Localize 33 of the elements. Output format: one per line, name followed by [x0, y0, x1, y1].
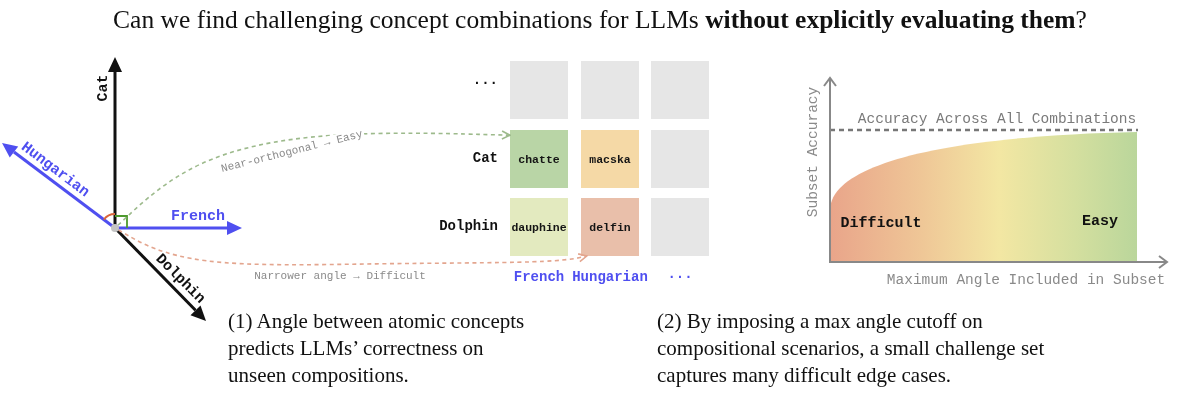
grid-cell [581, 61, 639, 119]
reference-label: Accuracy Across All Combinations [857, 111, 1137, 127]
cell-word: macska [589, 152, 631, 166]
grid-cell [581, 198, 639, 256]
cell-word: delfin [589, 220, 631, 234]
dashed-arrow [117, 130, 511, 227]
region-label: Difficult [840, 214, 922, 232]
cell-word: chatte [518, 152, 560, 166]
column-label: French [513, 269, 565, 285]
grid-cell [651, 130, 709, 188]
edge-label: Narrower angle → Difficult [252, 270, 428, 284]
cell-word: dauphine [511, 220, 567, 234]
grid-cell [510, 130, 568, 188]
row-label: Cat [472, 150, 498, 166]
caption: (1) Angle between atomic concepts predicts LLMs’ correctness on unseen compositions. [228, 308, 526, 389]
grid-cell [651, 61, 709, 119]
grid-cell [651, 198, 709, 256]
column-label: ... [667, 266, 693, 282]
axis-label: Subset Accuracy [805, 86, 821, 218]
grid-cell [581, 130, 639, 188]
region-label: Easy [1082, 212, 1118, 230]
grid-cell [510, 198, 568, 256]
row-label: Dolphin [439, 218, 498, 234]
vector-label: Cat [94, 74, 112, 102]
caption: (2) By imposing a max angle cutoff on compositional scenarios, a small challenge set captures many difficult edge cases. [657, 308, 1046, 389]
row-label: ... [472, 72, 498, 88]
origin-point-icon [111, 224, 119, 232]
grid-cell [510, 61, 568, 119]
title: Can we find challenging concept combinations for LLMs without explicitly evaluating them? [113, 5, 1087, 35]
dashed-arrow [117, 229, 588, 266]
axis-label: Maximum Angle Included in Subset [886, 272, 1166, 288]
column-label: Hungarian [572, 269, 648, 285]
vector-label: French [171, 207, 225, 225]
